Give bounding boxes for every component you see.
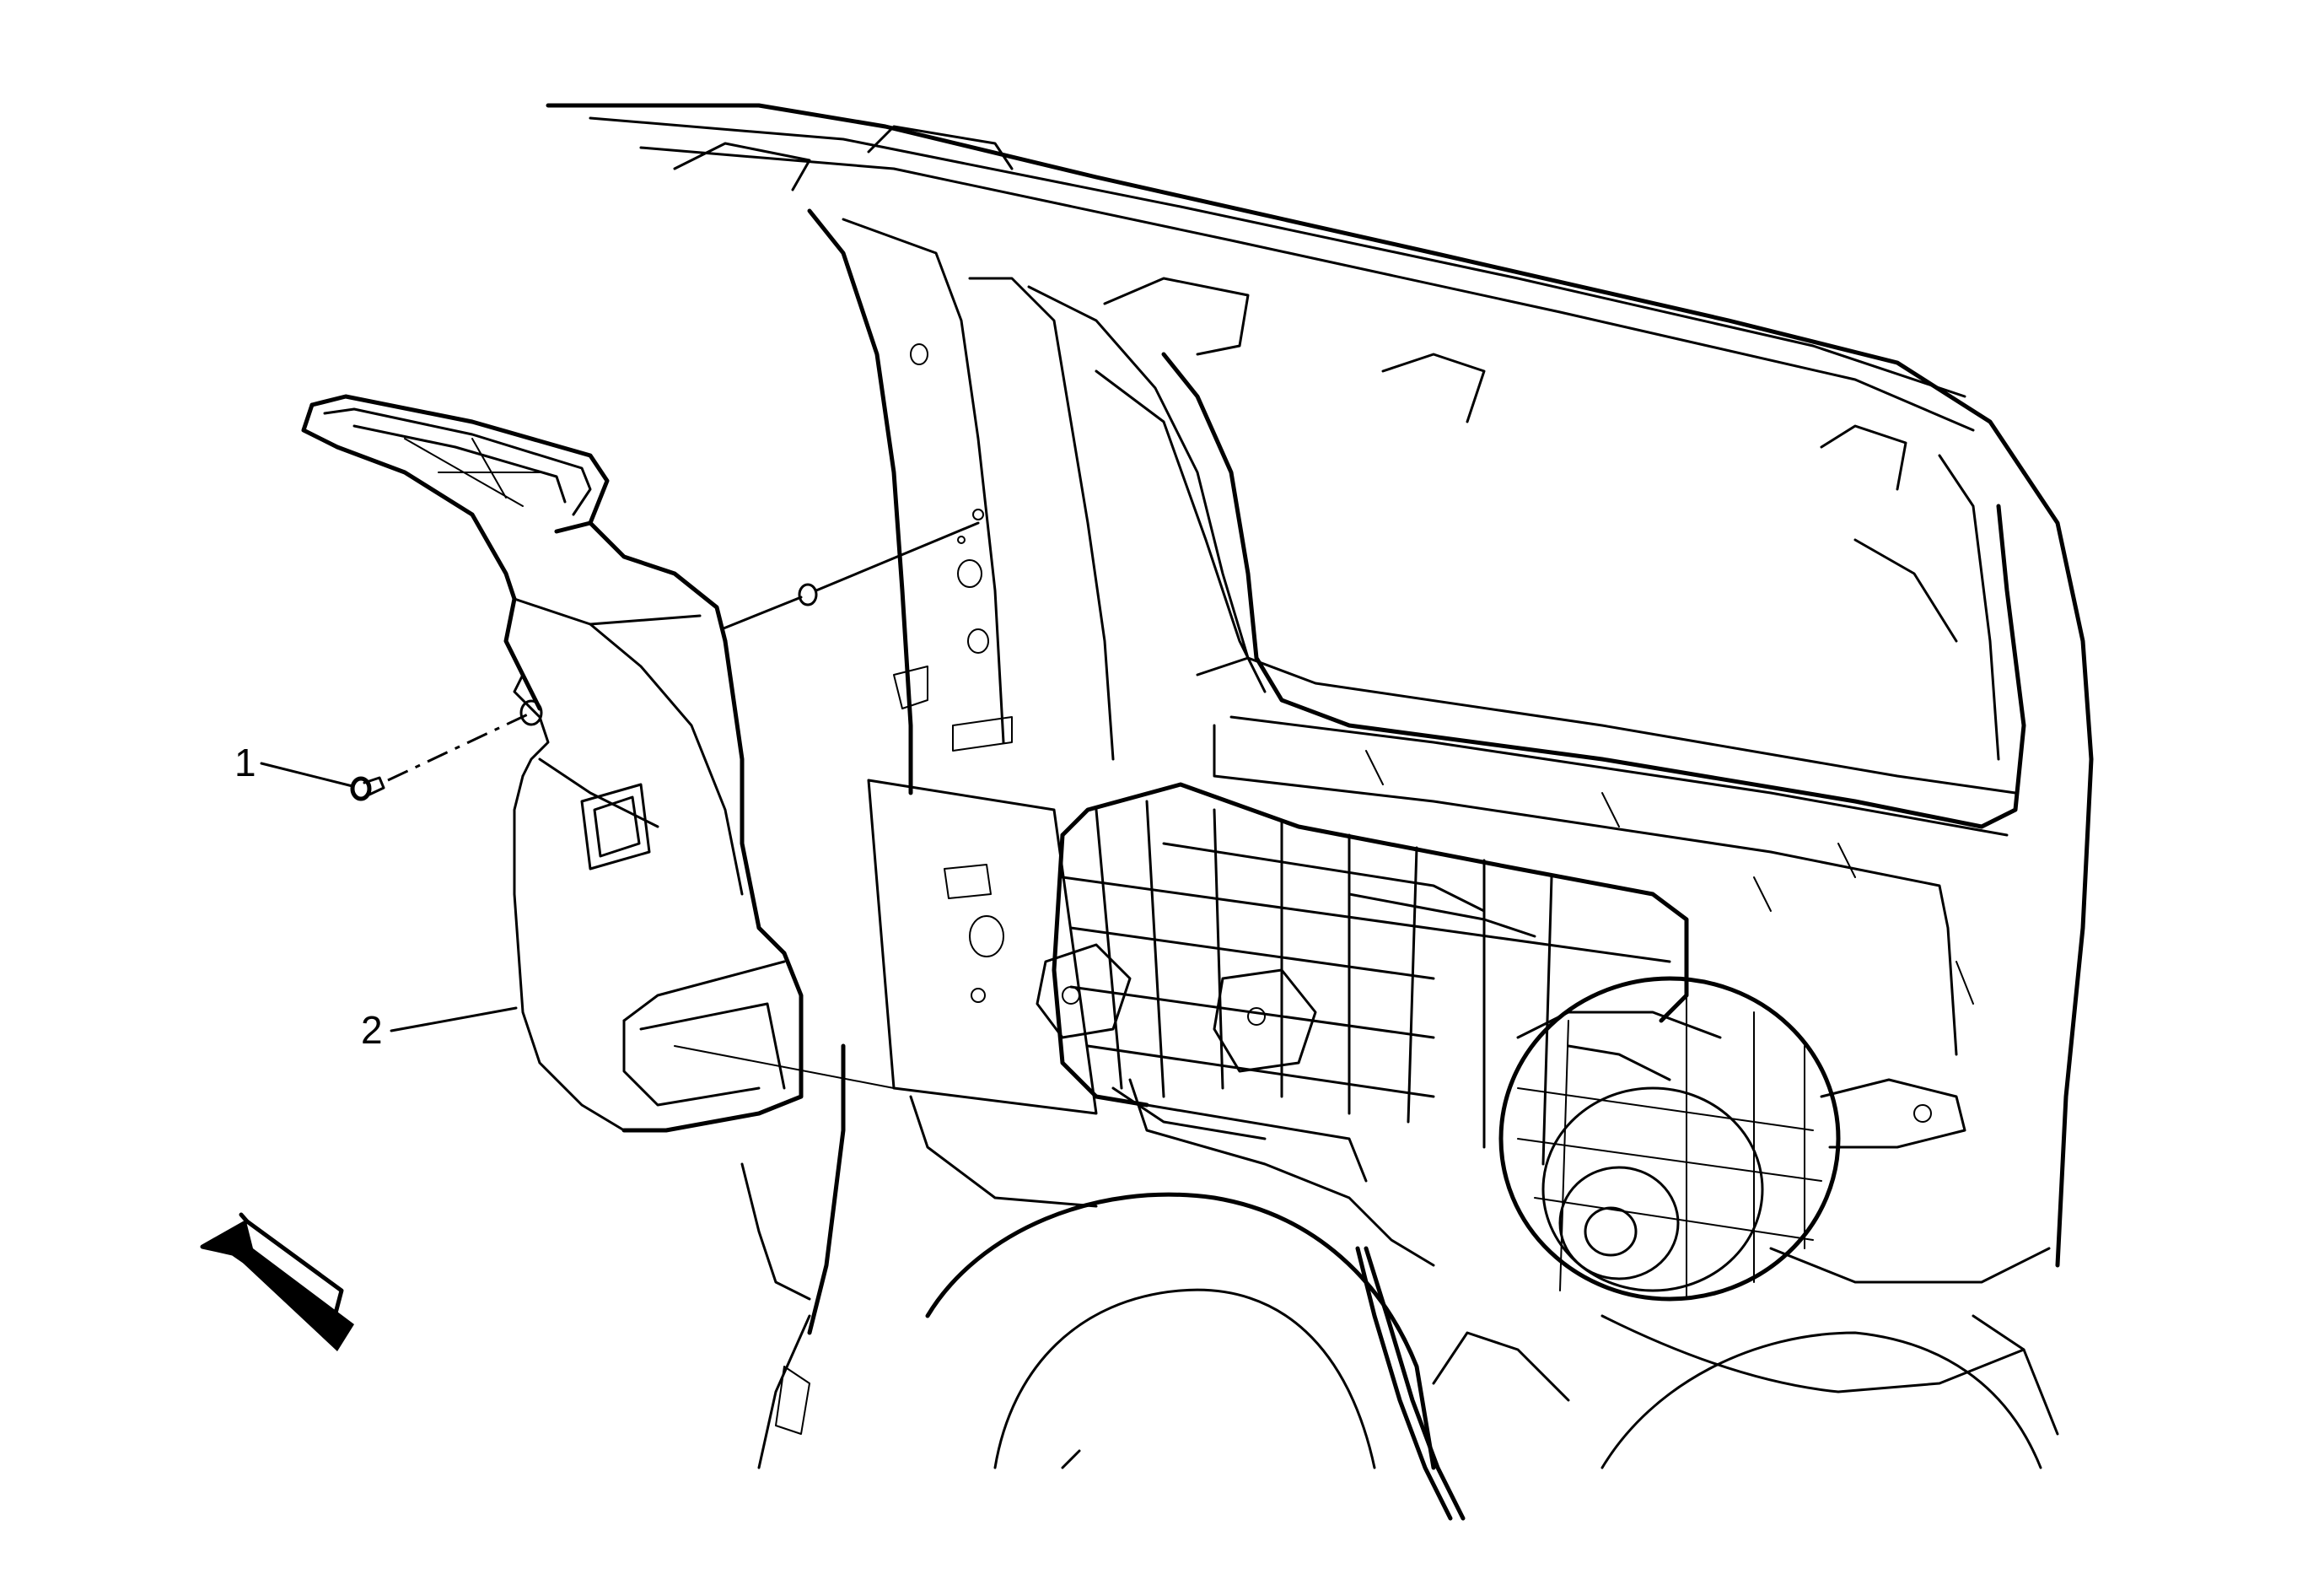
fastener bbox=[350, 711, 532, 801]
callout-1-label: 1 bbox=[234, 741, 256, 784]
rear-hvac-module bbox=[1036, 782, 1966, 1521]
callout-2: 2 bbox=[361, 1006, 518, 1052]
callout-2-leader bbox=[390, 1006, 518, 1032]
view-direction-arrow-icon bbox=[200, 1212, 354, 1351]
callout-1: 1 bbox=[234, 741, 354, 788]
air-duct bbox=[301, 394, 895, 1133]
retainer-clip bbox=[722, 521, 980, 630]
callout-1-leader bbox=[260, 762, 354, 788]
vehicle-body-structure bbox=[546, 103, 2094, 1521]
callout-2-label: 2 bbox=[361, 1008, 383, 1052]
